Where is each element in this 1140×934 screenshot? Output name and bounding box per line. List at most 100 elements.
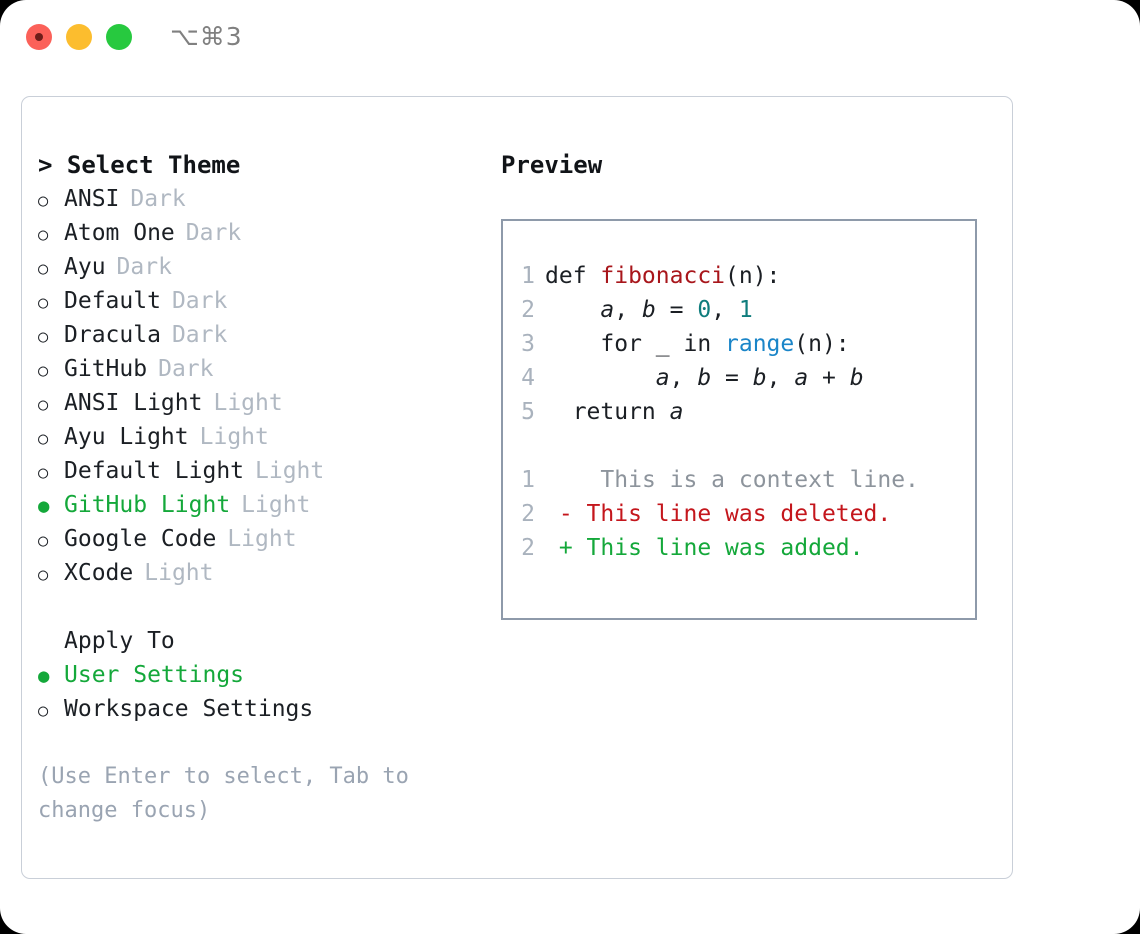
- list-spacer: [38, 590, 478, 624]
- theme-variant-label: Light: [255, 458, 325, 484]
- radio-unselected-icon: ○: [38, 429, 49, 449]
- line-number: 5: [521, 399, 535, 425]
- code-token: def: [545, 263, 601, 289]
- radio-unselected-icon: ○: [38, 395, 49, 415]
- theme-variant-label: Light: [199, 424, 269, 450]
- theme-name: Ayu Light: [64, 424, 189, 450]
- radio-unselected-icon: ○: [38, 361, 49, 381]
- code-line-content: return a: [545, 395, 684, 429]
- theme-variant-label: Light: [144, 560, 214, 586]
- radio-selected-icon: ●: [38, 665, 50, 687]
- theme-variant-label: Dark: [171, 288, 228, 314]
- window-controls: [26, 24, 132, 50]
- theme-name: Google Code: [64, 526, 217, 552]
- theme-list-item[interactable]: ○ ANSI Light Light: [38, 386, 478, 420]
- theme-list-item[interactable]: ○ GitHub Dark: [38, 352, 478, 386]
- code-token: a: [655, 365, 670, 391]
- theme-list-item[interactable]: ○ Google Code Light: [38, 522, 478, 556]
- line-number: 1: [521, 467, 535, 493]
- diff-line-text: This is a context line.: [572, 467, 919, 493]
- code-token: b: [752, 365, 767, 391]
- zoom-button[interactable]: [106, 24, 132, 50]
- radio-unselected-icon: ○: [38, 531, 49, 551]
- theme-name: GitHub: [64, 356, 148, 382]
- theme-list-item[interactable]: ○ Ayu Dark: [38, 250, 478, 284]
- line-number: 4: [521, 365, 535, 391]
- theme-variant-label: Dark: [116, 254, 172, 280]
- code-token: b: [697, 365, 712, 391]
- apply-to-option-label: Workspace Settings: [64, 696, 314, 722]
- radio-unselected-icon: ○: [38, 293, 49, 313]
- theme-variant-label: Light: [227, 526, 297, 552]
- code-token: [545, 365, 656, 391]
- diff-sample: 1 This is a context line.2 - This line w…: [503, 463, 975, 565]
- code-token: ,: [711, 297, 739, 323]
- line-number: 3: [521, 331, 535, 357]
- code-token: a: [600, 297, 615, 323]
- code-token: (n):: [794, 331, 850, 357]
- diff-marker: [545, 463, 573, 497]
- diff-line: 2 - This line was deleted.: [503, 497, 975, 531]
- keyboard-shortcut-label: ⌥⌘3: [170, 22, 243, 51]
- minimize-button[interactable]: [66, 24, 92, 50]
- code-token: (n):: [725, 263, 781, 289]
- theme-name: GitHub Light: [64, 492, 231, 518]
- diff-marker: +: [545, 535, 573, 561]
- apply-to-option[interactable]: ○ Workspace Settings: [38, 692, 478, 726]
- apply-to-option[interactable]: ● User Settings: [38, 658, 478, 692]
- theme-list-item[interactable]: ○ Ayu Light Light: [38, 420, 478, 454]
- line-number: 2: [521, 535, 535, 561]
- select-theme-header: > Select Theme: [38, 151, 241, 179]
- radio-unselected-icon: ○: [38, 327, 49, 347]
- apply-to-option-label: User Settings: [64, 662, 245, 688]
- radio-unselected-icon: ○: [38, 191, 49, 211]
- code-line-content: def fibonacci(n):: [545, 259, 780, 293]
- code-token: 1: [738, 297, 753, 323]
- code-token: fibonacci: [600, 263, 726, 289]
- diff-line-text: This line was added.: [572, 535, 864, 561]
- code-token: 0: [697, 297, 712, 323]
- radio-unselected-icon: ○: [38, 701, 49, 721]
- close-button[interactable]: [26, 24, 52, 50]
- diff-line-text: This line was deleted.: [572, 501, 892, 527]
- code-token: =: [655, 297, 698, 323]
- apply-to-list[interactable]: ● User Settings ○ Workspace Settings: [38, 658, 478, 726]
- theme-name: Dracula: [64, 322, 161, 348]
- code-token: b: [849, 365, 864, 391]
- code-token: ,: [614, 297, 642, 323]
- code-token: range: [725, 331, 795, 357]
- theme-name: ANSI Light: [64, 390, 203, 416]
- code-line-content: a, b = b, a + b: [545, 361, 864, 395]
- theme-variant-label: Light: [213, 390, 283, 416]
- diff-marker: -: [545, 501, 573, 527]
- code-token: b: [641, 297, 656, 323]
- diff-line: 1 This is a context line.: [503, 463, 975, 497]
- radio-unselected-icon: ○: [38, 225, 49, 245]
- theme-variant-label: Dark: [158, 356, 214, 382]
- code-line: 3 for _ in range(n):: [503, 327, 975, 361]
- title-bar: ⌥⌘3: [0, 0, 1140, 76]
- code-diff-gap: [503, 429, 975, 463]
- theme-name: Ayu: [64, 254, 106, 280]
- code-token: a: [794, 365, 809, 391]
- line-number: 2: [521, 297, 535, 323]
- theme-name: XCode: [64, 560, 134, 586]
- code-line: 4 a, b = b, a + b: [503, 361, 975, 395]
- radio-unselected-icon: ○: [38, 259, 49, 279]
- radio-unselected-icon: ○: [38, 463, 49, 483]
- line-number: 2: [521, 501, 535, 527]
- theme-variant-label: Light: [241, 492, 311, 518]
- code-line-content: a, b = 0, 1: [545, 293, 753, 327]
